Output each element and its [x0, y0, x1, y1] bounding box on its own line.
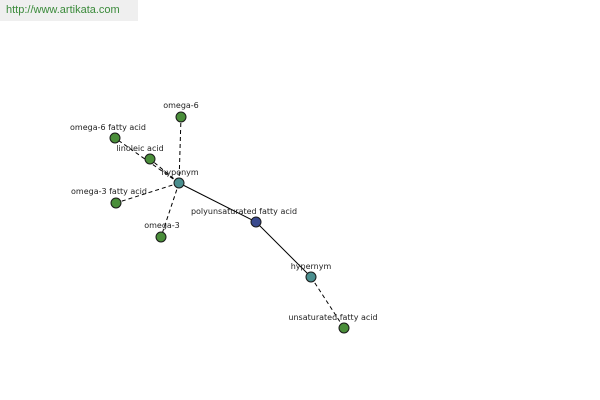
edge-hypernym-unsat [310, 276, 345, 329]
edge-hyponym-omega6fa [114, 137, 180, 184]
node-label-omega6fa[interactable]: omega-6 fatty acid [70, 123, 146, 132]
edge-center-hypernym [255, 221, 312, 278]
url-banner: http://www.artikata.com [0, 0, 138, 21]
edges-layer [114, 116, 345, 329]
node-omega3[interactable] [155, 231, 167, 243]
nodes-layer [109, 111, 350, 334]
node-label-linoleic[interactable]: linoleic acid [116, 144, 163, 153]
node-label-unsat[interactable]: unsaturated fatty acid [288, 313, 377, 322]
node-label-hyponym[interactable]: hyponym [161, 168, 199, 177]
labels-layer: polyunsaturated fatty acid hyponym hyperny… [70, 101, 378, 322]
edge-hyponym-center [178, 182, 257, 223]
node-label-omega3[interactable]: omega-3 [144, 221, 180, 230]
edge-hyponym-linoleic [149, 158, 180, 184]
edge-hyponym-omega3 [160, 182, 180, 238]
node-linoleic[interactable] [144, 153, 156, 165]
node-unsat[interactable] [338, 322, 350, 334]
node-center[interactable] [250, 216, 262, 228]
node-label-omega6[interactable]: omega-6 [163, 101, 199, 110]
node-label-center[interactable]: polyunsaturated fatty acid [191, 207, 297, 216]
node-hyponym[interactable] [173, 177, 185, 189]
node-label-hypernym[interactable]: hypernym [291, 262, 332, 271]
node-omega6[interactable] [175, 111, 187, 123]
node-hypernym[interactable] [305, 271, 317, 283]
node-omega3fa[interactable] [110, 197, 122, 209]
site-url-link[interactable]: http://www.artikata.com [6, 4, 120, 16]
node-label-omega3fa[interactable]: omega-3 fatty acid [71, 187, 147, 196]
node-omega6fa[interactable] [109, 132, 121, 144]
